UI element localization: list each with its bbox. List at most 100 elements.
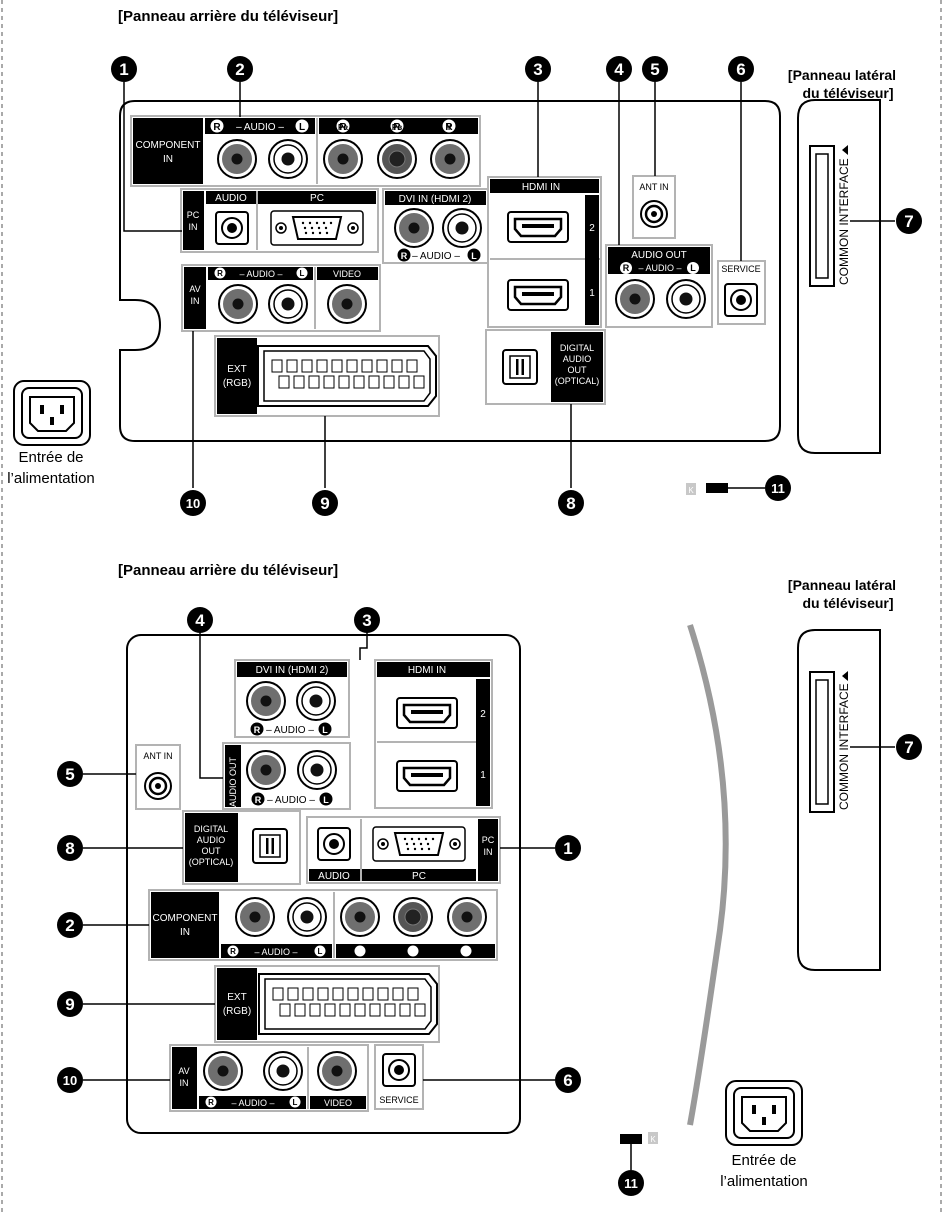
svg-text:– AUDIO –: – AUDIO – [239, 269, 282, 279]
top-component-label-1: COMPONENT [136, 140, 201, 151]
svg-text:3: 3 [533, 60, 542, 79]
svg-text:9: 9 [65, 995, 74, 1014]
top-side-title-1: [Panneau latéral [787, 67, 897, 83]
scart-pin [331, 359, 343, 373]
scart-pin [362, 987, 374, 1001]
svg-text:7: 7 [904, 738, 913, 757]
svg-text:11: 11 [771, 481, 785, 496]
top-callout-lines [123, 82, 742, 488]
svg-text:AUDIO: AUDIO [318, 871, 350, 882]
svg-text:K: K [650, 1135, 656, 1144]
svg-text:R: R [255, 795, 262, 805]
svg-text:L: L [293, 1098, 298, 1107]
scart-pin [302, 987, 314, 1001]
bottom-hdmi-in-group: HDMI IN 2 1 [374, 659, 493, 809]
top-hdmi-2-label: 2 [589, 223, 595, 234]
svg-text:– AUDIO –: – AUDIO – [267, 795, 315, 806]
top-optical-label-3: OUT [568, 365, 588, 375]
bottom-ci-label: COMMON INTERFACE [837, 683, 851, 810]
svg-text:EXT: EXT [227, 992, 246, 1003]
svg-text:R: R [217, 269, 223, 278]
bottom-kensington-group: K [620, 1132, 658, 1170]
bottom-audio-out-r-jack [246, 750, 286, 790]
svg-text:10: 10 [186, 496, 200, 511]
top-service-label: SERVICE [721, 264, 760, 274]
top-hdmi-1-label: 1 [589, 288, 595, 299]
top-ext-label-2: (RGB) [223, 378, 251, 389]
svg-text:3: 3 [362, 611, 371, 630]
svg-text:(OPTICAL): (OPTICAL) [189, 857, 234, 867]
top-component-audio-label: – AUDIO – [236, 122, 284, 133]
scart-pin [308, 375, 320, 389]
svg-text:5: 5 [650, 60, 659, 79]
scart-pin [399, 1003, 411, 1017]
top-back-panel-outline [119, 100, 781, 442]
bottom-av-video-jack [317, 1051, 357, 1091]
scart-pin [332, 987, 344, 1001]
bottom-ant-in-port [143, 771, 173, 801]
scart-pin [353, 375, 365, 389]
top-vga-port [270, 210, 364, 246]
top-ant-in-label: ANT IN [639, 182, 668, 192]
svg-text:PC: PC [412, 871, 426, 882]
top-pr-label: Pʀ [338, 123, 348, 132]
top-audio-label: AUDIO [215, 193, 247, 204]
top-ci-slot [809, 145, 835, 287]
top-ext-rgb-group: EXT (RGB) [214, 335, 440, 417]
top-av-audio-r-jack [218, 284, 258, 324]
bottom-pb-jack [393, 897, 433, 937]
svg-text:R: R [254, 725, 261, 735]
svg-text:IN: IN [180, 927, 190, 938]
top-optical-label-2: AUDIO [563, 354, 592, 364]
bottom-gray-curve [687, 624, 729, 1126]
scart-pin [272, 987, 284, 1001]
scart-pin [323, 375, 335, 389]
svg-text:1: 1 [563, 839, 572, 858]
svg-text:PC: PC [482, 835, 495, 845]
scart-pin [407, 987, 419, 1001]
svg-text:2: 2 [235, 60, 244, 79]
scart-pin [316, 359, 328, 373]
svg-text:AUDIO: AUDIO [197, 835, 226, 845]
svg-text:10: 10 [63, 1073, 77, 1088]
bottom-dvi-audio-r-jack [246, 681, 286, 721]
scart-pin [324, 1003, 336, 1017]
top-pr-jack [323, 139, 363, 179]
bottom-power-caption-1: Entrée de [731, 1152, 797, 1169]
scart-pin [392, 987, 404, 1001]
top-av-in-label-1: AV [189, 284, 200, 294]
svg-text:L: L [300, 269, 305, 278]
bottom-y-jack [447, 897, 487, 937]
top-y-label: Y [446, 123, 452, 132]
top-pc-label: PC [310, 193, 324, 204]
top-av-in-group: AV IN R – AUDIO – L VIDEO [181, 264, 381, 332]
scart-pin [309, 1003, 321, 1017]
scart-pin [377, 987, 389, 1001]
scart-pin [339, 1003, 351, 1017]
svg-text:L: L [323, 795, 329, 805]
bottom-pc-audio-jack [317, 827, 351, 861]
scart-pin [278, 375, 290, 389]
top-service-group: SERVICE [717, 260, 766, 325]
scart-pin [286, 359, 298, 373]
top-ci-label: COMMON INTERFACE [837, 158, 851, 285]
scart-pin [368, 375, 380, 389]
bottom-component-audio-r-jack [235, 897, 275, 937]
scart-pin [354, 1003, 366, 1017]
bottom-power-group [725, 1080, 803, 1146]
svg-text:5: 5 [65, 765, 74, 784]
svg-text:4: 4 [614, 60, 624, 79]
svg-text:COMPONENT: COMPONENT [153, 913, 218, 924]
svg-text:IN: IN [180, 1078, 189, 1088]
bottom-audio-out-group: AUDIO OUT R – AUDIO – L [222, 742, 351, 810]
top-pc-in-group: PC IN AUDIO PC [180, 188, 379, 253]
bottom-hdmi-2-port [395, 696, 459, 730]
svg-text:VIDEO: VIDEO [324, 1098, 352, 1108]
scart-pin [346, 359, 358, 373]
top-power-group [13, 380, 91, 446]
svg-text:R: R [623, 263, 630, 273]
scart-pin [279, 1003, 291, 1017]
top-pb-label: Pʙ [392, 123, 402, 132]
top-audio-out-r-jack [615, 279, 655, 319]
